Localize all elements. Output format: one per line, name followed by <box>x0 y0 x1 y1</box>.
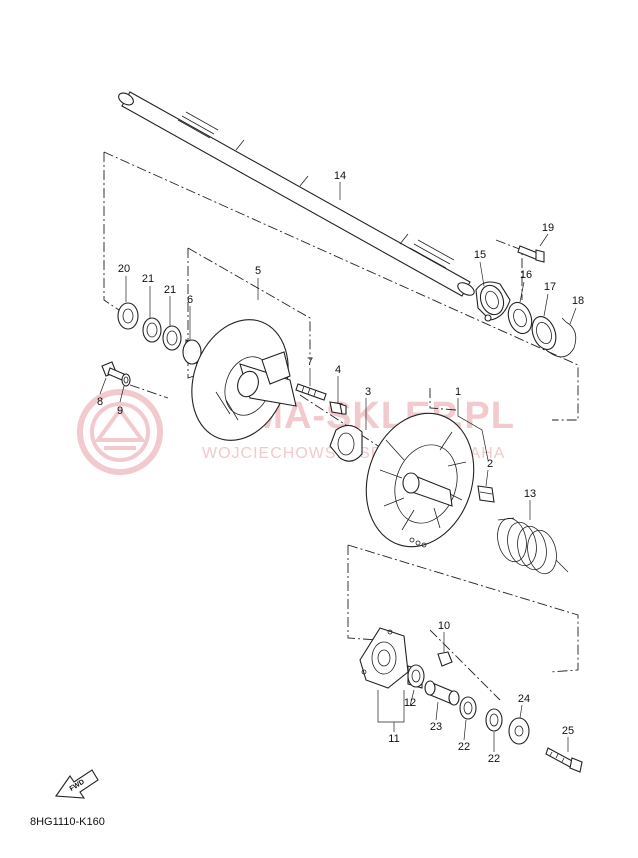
bearing-part-16 <box>507 301 533 335</box>
watermark-logo <box>77 389 163 475</box>
washer-part-21a <box>142 317 162 343</box>
shaft-part-14 <box>118 91 475 297</box>
callout-25: 25 <box>562 725 574 737</box>
callout-19: 19 <box>542 222 554 234</box>
callout-9: 9 <box>117 405 123 417</box>
bearing-housing-part-15 <box>475 281 511 322</box>
washer-part-24 <box>508 717 530 745</box>
callout-8: 8 <box>97 396 103 408</box>
callout-6: 6 <box>187 294 193 306</box>
callout-21-upper: 21 <box>142 273 154 285</box>
callout-13: 13 <box>524 488 536 500</box>
callout-16: 16 <box>520 269 532 281</box>
callout-21-lower: 21 <box>164 284 176 296</box>
callout-17: 17 <box>544 281 556 293</box>
bolt-part-25 <box>545 747 583 773</box>
callout-1: 1 <box>455 386 461 398</box>
callout-22-left: 22 <box>458 741 470 753</box>
washer-part-20 <box>117 302 139 330</box>
leader-lines <box>99 182 577 752</box>
callout-18: 18 <box>572 295 584 307</box>
callout-2: 2 <box>487 458 493 470</box>
callout-22-right: 22 <box>488 753 500 765</box>
bushing-part-12 <box>407 664 425 689</box>
seal-part-17 <box>531 316 557 350</box>
stud-part-7 <box>295 383 327 401</box>
callout-10: 10 <box>438 620 450 632</box>
cam-part-11 <box>359 627 409 689</box>
callout-14: 14 <box>334 170 346 182</box>
diagram-code: 8HG1110-K160 <box>30 816 105 828</box>
nut-part-10 <box>437 651 453 667</box>
fwd-arrow: FWD <box>54 769 99 799</box>
slider-part-2 <box>477 485 495 503</box>
callout-23: 23 <box>430 721 442 733</box>
washer-part-22a <box>459 696 477 720</box>
bolt-part-8 <box>101 361 125 381</box>
callout-11: 11 <box>388 733 399 745</box>
washer-part-9 <box>121 373 131 387</box>
assembly-lines <box>103 151 579 701</box>
callout-20: 20 <box>118 263 130 275</box>
washer-part-21b <box>162 325 182 351</box>
callout-7: 7 <box>307 356 313 368</box>
callout-15: 15 <box>474 249 486 261</box>
washer-part-22b <box>485 708 503 732</box>
callout-24: 24 <box>518 693 530 705</box>
movable-sheave-part-1 <box>365 412 475 548</box>
callout-4: 4 <box>335 364 341 376</box>
callout-labels: 14 19 15 16 17 18 20 21 21 6 5 7 4 3 1 2… <box>97 170 584 765</box>
fixed-sheave-part-5 <box>191 319 297 441</box>
collar-part-6 <box>182 339 202 365</box>
gasket-part-3 <box>329 424 363 462</box>
sleeve-part-23 <box>424 680 460 706</box>
callout-5: 5 <box>255 265 261 277</box>
circlip-part-18 <box>545 317 577 358</box>
spring-part-13 <box>497 517 569 575</box>
callout-12: 12 <box>404 697 416 709</box>
callout-3: 3 <box>365 386 371 398</box>
bolt-part-19 <box>517 245 545 263</box>
